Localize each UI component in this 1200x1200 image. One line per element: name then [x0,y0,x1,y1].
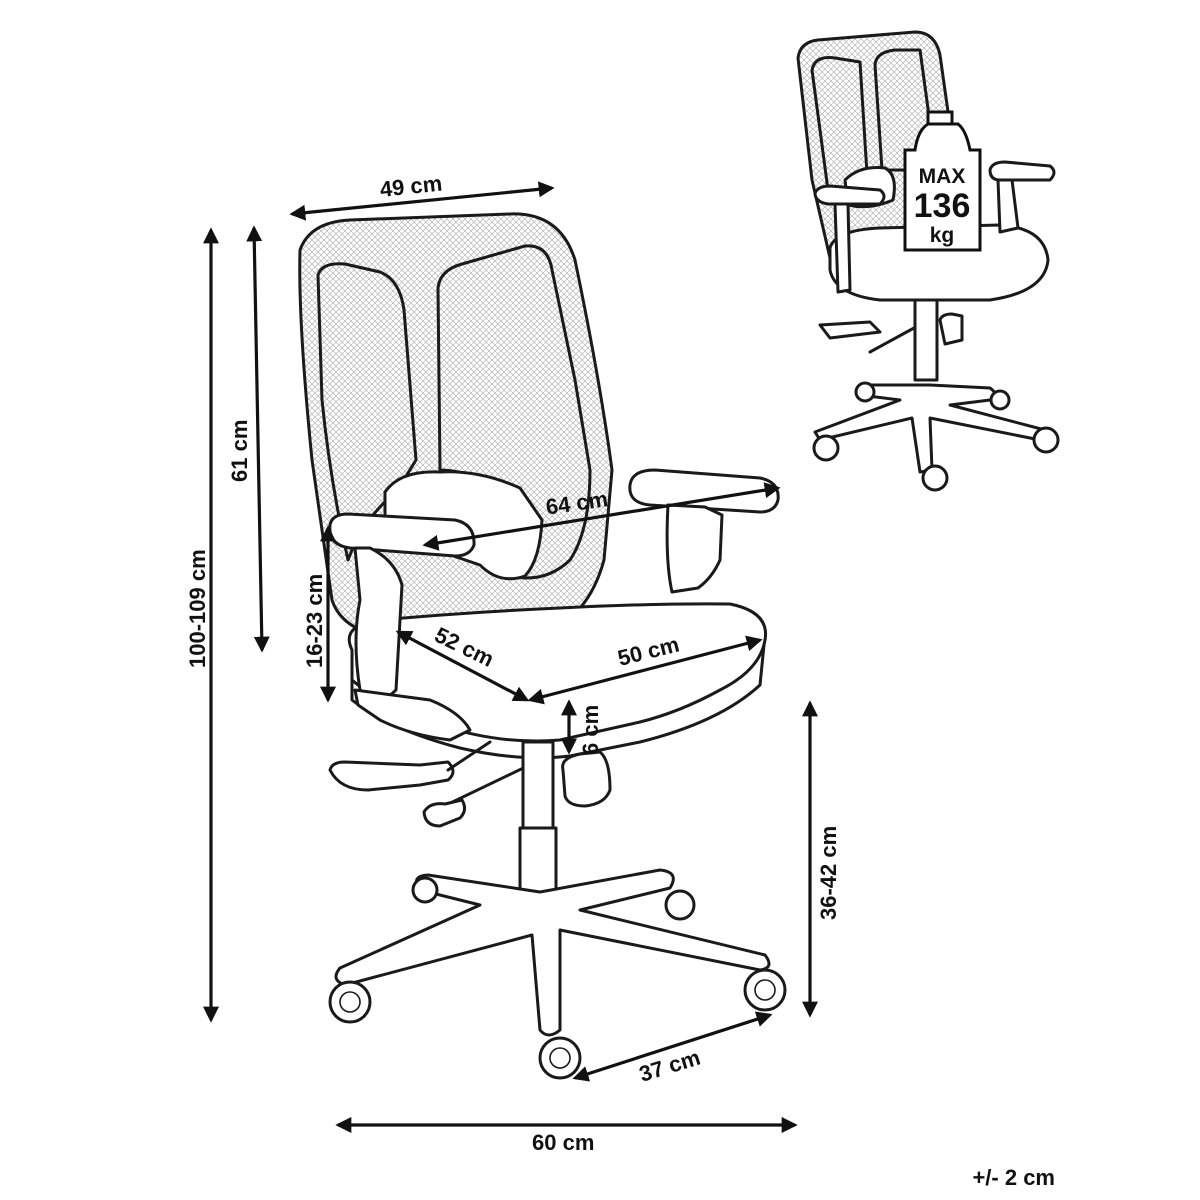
max-load-unit: kg [930,224,955,247]
main-chair-drawing [298,212,787,1080]
label-backrest-height: 61 cm [227,420,252,482]
label-total-height: 100-109 cm [185,549,210,668]
max-load-label: MAX [919,165,966,188]
dimension-lines [203,181,818,1133]
caster-wheels [328,876,787,1080]
label-base-width: 60 cm [532,1130,594,1155]
gas-cylinder [521,740,555,834]
seat-lever [328,760,455,792]
weight-icon [903,110,982,252]
backrest [298,212,614,642]
label-armrest-height: 16-23 cm [302,574,327,668]
label-seat-thickness: 6 cm [578,705,603,755]
label-top-width: 49 cm [379,171,444,202]
max-load-value: 136 [914,187,971,225]
label-seat-height: 36-42 cm [816,826,841,920]
small-chair-drawing [796,30,1060,492]
tension-knob [561,750,612,808]
star-base [334,868,771,1037]
tolerance-note: +/- 2 cm [972,1165,1055,1190]
label-base-leg: 37 cm [636,1045,703,1087]
